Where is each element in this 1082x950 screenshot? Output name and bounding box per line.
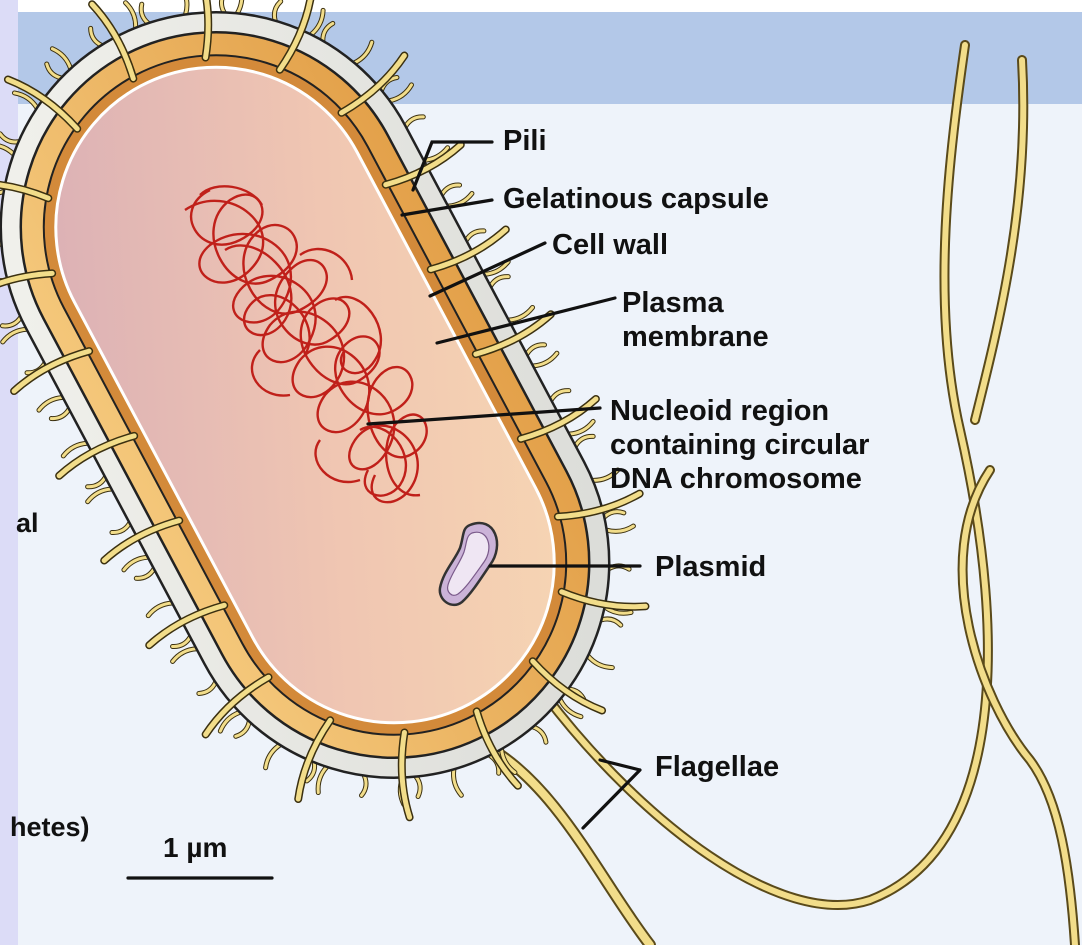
scale-bar-label: 1 µm (163, 832, 227, 864)
label-plasmid: Plasmid (655, 550, 766, 584)
cropped-text-fragment-top: al (16, 508, 39, 539)
top-white-edge (0, 0, 1082, 12)
label-gelatinous-capsule: Gelatinous capsule (503, 182, 769, 216)
label-plasma-membrane: Plasma membrane (622, 286, 769, 354)
label-flagellae: Flagellae (655, 750, 779, 784)
label-pili: Pili (503, 124, 547, 158)
label-nucleoid-region: Nucleoid region containing circular DNA … (610, 394, 869, 496)
cropped-text-fragment-bottom: hetes) (10, 812, 90, 843)
label-cell-wall: Cell wall (552, 228, 668, 262)
